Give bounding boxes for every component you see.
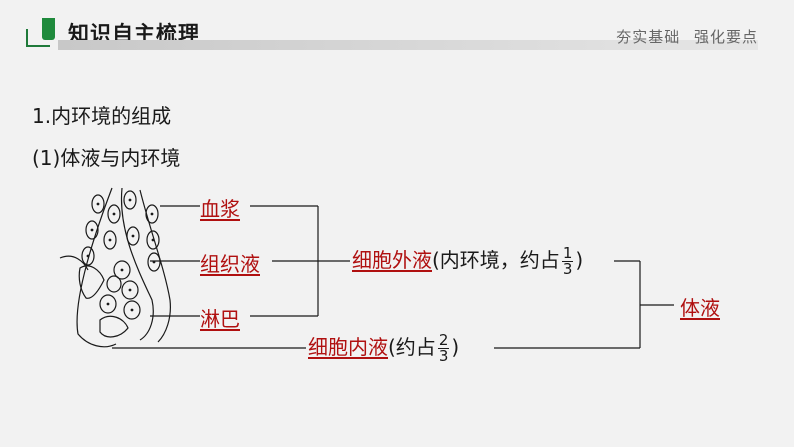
tissue-cell-illustration	[60, 188, 170, 347]
fraction-denominator: 3	[438, 349, 450, 364]
extracellular-note-suffix: )	[575, 248, 583, 272]
label-lymph: 淋巴	[200, 303, 240, 332]
intracellular-note-suffix: )	[451, 335, 459, 359]
fraction-denominator: 3	[562, 262, 574, 277]
label-tissue-fluid: 组织液	[200, 248, 260, 277]
label-plasma: 血浆	[200, 193, 240, 222]
extracellular-note-prefix: (内环境，约占	[432, 248, 560, 272]
intracellular-note-prefix: (约占	[388, 335, 436, 359]
label-extracellular-fluid: 细胞外液	[352, 248, 432, 272]
label-intracellular-fluid: 细胞内液	[308, 335, 388, 359]
label-body-fluid: 体液	[680, 292, 720, 321]
